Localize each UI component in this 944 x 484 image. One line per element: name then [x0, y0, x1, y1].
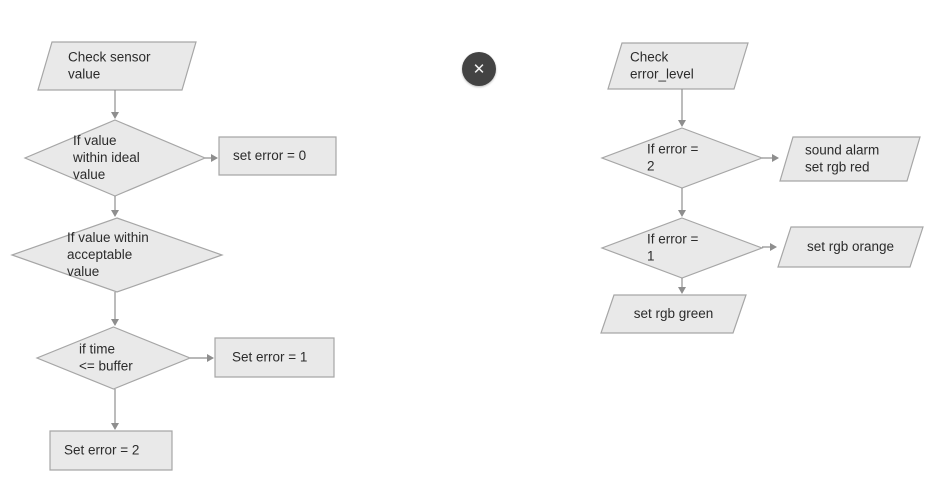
node-label-if-time-le-buffer: if time — [79, 342, 115, 357]
node-check-error-level[interactable] — [607, 42, 749, 90]
node-label-check-error-level: error_level — [630, 67, 694, 82]
node-label-check-error-level: Check — [630, 50, 669, 65]
node-label-set-error-0: set error = 0 — [233, 148, 306, 163]
arrowhead-acceptable-to-time — [111, 319, 119, 326]
shapes-layer — [10, 41, 924, 471]
close-icon: ✕ — [472, 60, 486, 78]
connectors-layer — [111, 89, 779, 430]
arrowhead-ideal-to-set0 — [211, 154, 218, 162]
node-label-if-error-2: 2 — [647, 159, 655, 174]
node-label-sound-alarm-set-rgb-red: sound alarm — [805, 143, 879, 158]
node-label-if-value-within-ideal: If value — [73, 133, 117, 148]
node-label-if-value-within-ideal: within ideal — [72, 150, 140, 165]
node-sound-alarm-set-rgb-red[interactable] — [779, 136, 921, 182]
node-label-if-error-1: If error = — [647, 232, 699, 247]
node-label-set-error-2: Set error = 2 — [64, 443, 139, 458]
node-set-rgb-green[interactable] — [600, 294, 747, 334]
node-label-check-sensor-value: value — [68, 67, 100, 82]
arrowhead-time-to-set2 — [111, 423, 119, 430]
node-label-if-value-within-acceptable: acceptable — [67, 247, 132, 262]
node-label-set-rgb-orange: set rgb orange — [807, 239, 894, 254]
node-label-if-error-2: If error = — [647, 142, 699, 157]
node-label-if-value-within-ideal: value — [73, 167, 105, 182]
node-label-set-error-1: Set error = 1 — [232, 350, 307, 365]
node-if-error-1[interactable] — [600, 217, 764, 279]
node-label-sound-alarm-set-rgb-red: set rgb red — [805, 160, 870, 175]
node-label-if-time-le-buffer: <= buffer — [79, 359, 133, 374]
close-button[interactable]: ✕ — [462, 52, 496, 86]
node-label-if-error-1: 1 — [647, 249, 655, 264]
node-set-error-2[interactable] — [49, 430, 173, 471]
node-if-time-le-buffer[interactable] — [35, 326, 192, 390]
node-label-if-value-within-acceptable: value — [67, 264, 99, 279]
arrowhead-if1-to-green — [678, 287, 686, 294]
node-label-if-value-within-acceptable: If value within — [67, 230, 149, 245]
node-set-error-0[interactable] — [218, 136, 337, 176]
arrowhead-time-to-set1 — [207, 354, 214, 362]
node-label-set-rgb-green: set rgb green — [634, 306, 714, 321]
node-if-value-within-acceptable[interactable] — [10, 217, 224, 293]
arrowhead-if1-to-orange — [770, 243, 777, 251]
node-if-error-2[interactable] — [600, 127, 764, 189]
node-set-error-1[interactable] — [214, 337, 335, 378]
node-check-sensor-value[interactable] — [37, 41, 197, 91]
arrowhead-sensor-to-ideal — [111, 112, 119, 119]
arrowhead-ideal-to-acceptable — [111, 210, 119, 217]
arrowhead-if2-to-alarm — [772, 154, 779, 162]
node-label-check-sensor-value: Check sensor — [68, 50, 151, 65]
arrowhead-if2-to-if1 — [678, 210, 686, 217]
labels-layer: Check sensor value If value within ideal val… — [64, 50, 894, 458]
arrowhead-errorlevel-to-if2 — [678, 120, 686, 127]
node-set-rgb-orange[interactable] — [777, 226, 924, 268]
